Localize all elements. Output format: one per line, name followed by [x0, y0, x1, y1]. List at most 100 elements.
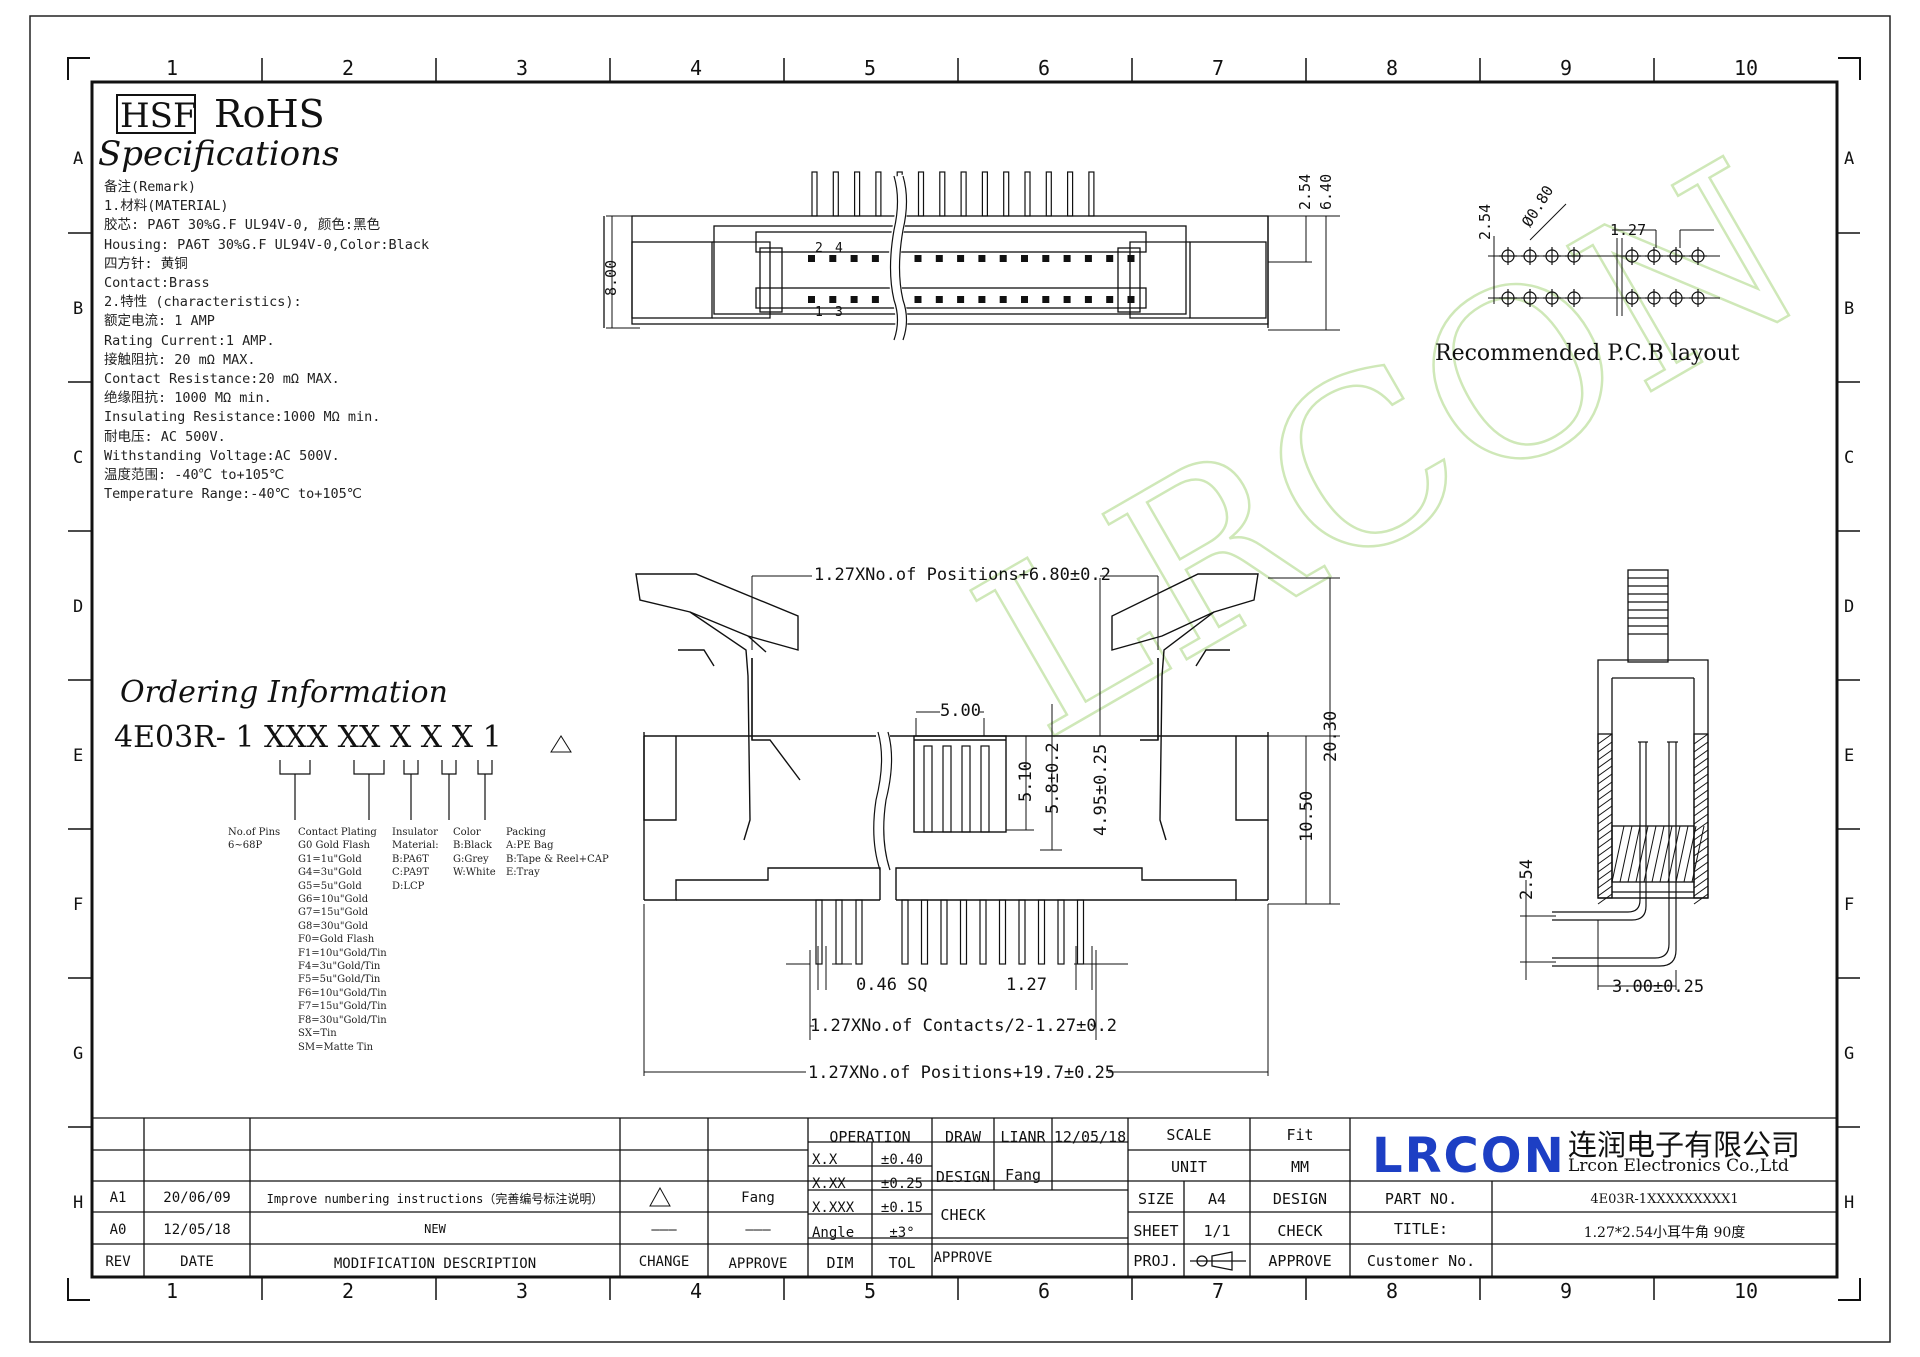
contact-slot	[808, 255, 815, 262]
tb-approve-2: APPROVE	[1268, 1252, 1332, 1270]
tb-change-label: CHANGE	[638, 1254, 690, 1270]
row-label: H	[73, 1193, 83, 1213]
column-label: 9	[1560, 1279, 1572, 1303]
legend-line: B:Tape & Reel+CAP	[506, 853, 609, 865]
company-logo: LRCON	[1372, 1128, 1566, 1184]
column-label: 2	[342, 1279, 354, 1303]
corner-marks	[67, 57, 1861, 1301]
column-label: 5	[864, 56, 876, 80]
hatch-line	[1693, 773, 1709, 785]
contact-slot	[978, 255, 986, 262]
hatch-line	[1597, 877, 1613, 889]
company-name-en: Lrcon Electronics Co.,Ltd	[1568, 1156, 1789, 1176]
legend-line: B:PA6T	[392, 853, 429, 865]
dim-0-46-sq: 0.46 SQ	[856, 975, 928, 995]
column-label: 10	[1734, 56, 1758, 80]
hatch-line	[1693, 757, 1709, 769]
legend-line: No.of Pins	[228, 827, 281, 838]
contact-slot	[914, 296, 922, 303]
hatch-line	[1693, 733, 1709, 745]
row-label: C	[1844, 448, 1854, 468]
legend-line: G4=3u"Gold	[298, 867, 362, 879]
contact-slot	[1042, 255, 1050, 262]
spec-line: 胶芯: PA6T 30%G.F UL94V-0, 颜色:黑色	[104, 217, 381, 234]
tol-dim: X.XXX	[812, 1200, 855, 1216]
hatch-line	[1693, 877, 1709, 889]
hatch-line	[1659, 825, 1673, 883]
pcb-dim-lines	[1488, 203, 1720, 316]
front-pin	[920, 899, 929, 965]
contact-slot	[999, 296, 1007, 303]
legend-line: G0 Gold Flash	[298, 840, 370, 852]
tb-size-value: A4	[1207, 1190, 1227, 1208]
row-label: E	[73, 746, 83, 766]
front-break-a	[873, 731, 883, 871]
top-pin	[939, 171, 946, 217]
hatch-line	[1597, 861, 1613, 873]
hatch-line	[1597, 773, 1613, 785]
column-label: 10	[1734, 1279, 1758, 1303]
specifications-title: Specifications	[98, 134, 339, 174]
side-dim-lines	[1520, 880, 1677, 990]
zone-ticks	[68, 58, 1860, 1300]
column-label: 1	[166, 56, 178, 80]
tol-dim: X.X	[812, 1152, 838, 1168]
rev-desc: Improve numbering instructions（完善编号标注说明）	[266, 1192, 604, 1206]
top-pin	[1066, 171, 1074, 217]
legend-line: W:White	[453, 867, 496, 879]
top-pin	[811, 171, 818, 217]
contact-slot	[999, 255, 1007, 262]
row-label: D	[73, 597, 83, 617]
rev-date: 12/05/18	[163, 1222, 231, 1238]
hatch-line	[1597, 853, 1613, 865]
dim-positions-bottom: 1.27XNo.of Positions+19.7±0.25	[808, 1063, 1115, 1083]
dim-5-8: 5.8±0.2	[1043, 742, 1063, 814]
contact-slot	[935, 296, 943, 303]
specifications-list: 备注(Remark)1.材料(MATERIAL)胶芯: PA6T 30%G.F …	[104, 178, 664, 504]
hatch-line	[1691, 825, 1705, 883]
legend-line: F1=10u"Gold/Tin	[298, 947, 387, 959]
legend-line: G:Grey	[453, 853, 489, 865]
column-label: 6	[1038, 56, 1050, 80]
tb-customer-label: Customer No.	[1366, 1252, 1476, 1270]
top-pin	[1088, 171, 1095, 217]
front-pin	[1057, 899, 1065, 965]
tol-value: ±0.40	[880, 1152, 924, 1168]
contact-slot	[957, 255, 965, 262]
spec-line: Withstanding Voltage:AC 500V.	[104, 447, 340, 464]
hatch-line	[1693, 821, 1709, 833]
pcb-layout-caption: Recommended P.C.B layout	[1435, 341, 1740, 366]
rev-approve: Fang	[741, 1190, 775, 1206]
contact-slot	[957, 296, 965, 303]
front-pin	[979, 899, 987, 965]
window-pin	[961, 745, 971, 833]
ordering-code: 4E03R- 1 XXX XX X X X 1	[114, 720, 502, 755]
tb-unit-label: UNIT	[1170, 1158, 1208, 1176]
dim-8-00: 8.00	[602, 260, 620, 296]
legend-line: F8=30u"Gold/Tin	[298, 1014, 387, 1026]
hatch-line	[1597, 757, 1613, 769]
tb-approve: APPROVE	[933, 1250, 993, 1266]
contact-slot	[1084, 296, 1092, 303]
front-window-pins	[923, 745, 990, 833]
tb-part-no-label: PART NO.	[1384, 1190, 1458, 1208]
tb-size-label: SIZE	[1137, 1190, 1175, 1208]
contact-slot	[808, 296, 815, 303]
column-label: 9	[1560, 56, 1572, 80]
dim-5-00: 5.00	[940, 701, 981, 721]
row-label: D	[1844, 597, 1854, 617]
hatch-line	[1597, 741, 1613, 753]
side-dim-2-54: 2.54	[1517, 859, 1537, 900]
column-label: 4	[690, 56, 702, 80]
contact-slot	[829, 296, 837, 303]
company-name-cn: 连润电子有限公司	[1568, 1128, 1801, 1162]
column-label: 8	[1386, 56, 1398, 80]
legend-line: C:PA9T	[392, 867, 430, 879]
front-pin	[815, 899, 823, 965]
top-view-pins	[811, 171, 1095, 217]
side-dim-3-00: 3.00±0.25	[1612, 977, 1704, 997]
tb-draw: DRAW	[944, 1128, 982, 1146]
dim-pitch-1-27: 1.27	[1006, 975, 1047, 995]
top-pin	[960, 171, 967, 217]
break-line-b	[898, 175, 908, 341]
